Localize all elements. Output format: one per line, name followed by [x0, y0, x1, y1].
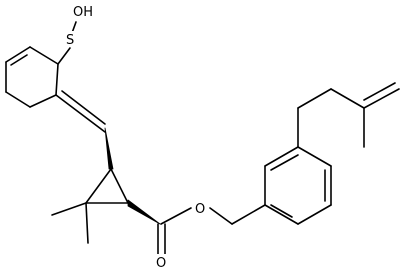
ring-bond [5, 46, 31, 63]
ring-bond [264, 146, 299, 167]
ring-inner-double-bond [270, 154, 299, 171]
exocyclic-double-bond-outer [55, 94, 106, 133]
ring-bond [29, 94, 57, 108]
carbonyl-oxygen-label: O [156, 256, 166, 271]
methyl-bond [51, 202, 87, 216]
alkene-double-bond [363, 88, 400, 109]
atom-label-carbonyl-oxygen: O [153, 254, 169, 271]
ring-bond [110, 168, 129, 204]
alkene-double-bond [363, 82, 396, 101]
methyl-bond [85, 202, 89, 244]
cyclopropane-ring [85, 168, 129, 204]
ring-double-bond-inner [10, 54, 28, 66]
sulfur-label: S [66, 33, 74, 48]
atom-label-ester-oxygen: O [192, 200, 208, 217]
ester-c-o-bond [160, 207, 192, 225]
ring-bond [55, 63, 59, 96]
ester-o-ch2-bond [209, 207, 233, 225]
ch2-aryl-bond [231, 204, 266, 225]
benzene-ring [264, 146, 332, 225]
cyclohexene-ring [5, 46, 59, 108]
stereo-wedge-bond [104, 127, 114, 170]
atom-label-hydroxyl: OH [72, 3, 94, 20]
side-chain-bond [330, 88, 365, 109]
ring-inner-double-bond [270, 204, 293, 218]
atom-label-sulfur: S [64, 31, 78, 48]
hydroxyl-label: OH [73, 5, 93, 20]
c-s-bond [57, 47, 71, 65]
stereo-wedge-bond [127, 199, 161, 225]
ring-bond [264, 204, 299, 225]
ring-bond [297, 146, 332, 167]
ring-bond [29, 46, 59, 65]
exocyclic-double-bond-inner [61, 90, 106, 125]
ring-bond [5, 91, 31, 108]
ring-bond [297, 204, 332, 225]
side-chain-bond [297, 88, 332, 109]
ring-bond [85, 168, 112, 204]
ester-oxygen-label: O [195, 202, 205, 217]
